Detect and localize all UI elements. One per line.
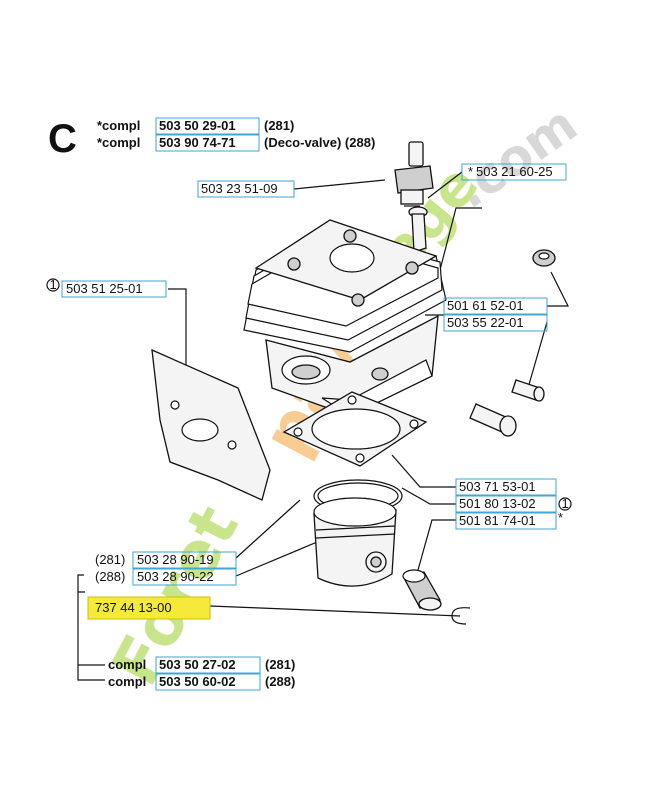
header-line-1: *compl 503 50 29-01 (281) [97,117,294,135]
highlighted-part: 737 44 13-00 [87,596,211,620]
part-box [155,117,260,135]
needle-bearing [402,569,442,611]
cylinder [243,219,447,417]
footer-prefix: compl [108,657,146,672]
cylinder-bolt [408,206,428,253]
bearing-marker: * [558,510,563,525]
footer-line-2: compl 503 50 60-02 (288) [108,673,295,691]
spark-plug [394,141,434,207]
piston-variant: (288) [95,569,125,584]
header-line-2: *compl 503 90 74-71 (Deco-valve) (288) [97,134,375,152]
callout-intake-gasket: 1 503 51 25-01 [46,277,167,298]
header-part-number[interactable]: 503 50 29-01 [159,118,236,133]
callout-spark-plug: 503 23 51-09 [197,180,295,198]
section-letter: C [48,117,77,161]
bolt-marker: * [468,164,473,179]
piston-line-288: (288) 503 28 90-22 [95,568,237,586]
header-prefix: *compl [97,135,140,150]
header-suffix: (281) [264,118,294,133]
intake-gasket [151,348,271,501]
callout-stud: 503 71 53-01 [455,478,557,496]
base-gasket [282,391,428,467]
part-number[interactable]: 503 23 51-09 [201,181,278,196]
part-box [155,134,260,152]
svg-text:.com: .com [444,95,588,220]
header-part-number[interactable]: 503 90 74-71 [159,135,236,150]
circled-marker: 1 [50,277,57,292]
footer-part-number[interactable]: 503 50 60-02 [159,674,236,689]
footer-part-number[interactable]: 503 50 27-02 [159,657,236,672]
piston [313,497,397,587]
part-number[interactable]: 501 80 13-02 [459,496,536,511]
part-number[interactable]: 503 51 25-01 [66,281,143,296]
header-suffix: (Deco-valve) (288) [264,135,375,150]
footer-prefix: compl [108,674,146,689]
footer-suffix: (281) [265,657,295,672]
callout-bolt: * 503 21 60-25 [461,163,567,181]
callout-decomp-a: 501 61 52-01 [443,297,548,315]
leader-lines [77,171,569,681]
callout-cylinder-gasket: 501 80 13-02 1 [455,495,572,513]
decompression-valve [469,249,556,437]
footer-line-1: compl 503 50 27-02 (281) [108,656,295,674]
piston-bracket [77,574,84,592]
part-number[interactable]: 501 61 52-01 [447,298,524,313]
circled-marker: 1 [562,496,569,511]
part-number[interactable]: 501 81 74-01 [459,513,536,528]
part-number[interactable]: 503 71 53-01 [459,479,536,494]
footer-suffix: (288) [265,674,295,689]
part-number[interactable]: 503 28 90-19 [137,552,214,567]
piston-variant: (281) [95,552,125,567]
header-prefix: *compl [97,118,140,133]
part-number[interactable]: 503 21 60-25 [476,164,553,179]
part-number[interactable]: 503 55 22-01 [447,315,524,330]
highlighted-part-number[interactable]: 737 44 13-00 [95,600,172,615]
callout-bearing: 501 81 74-01 * [455,510,563,530]
part-number[interactable]: 503 28 90-22 [137,569,214,584]
callout-decomp-b: 503 55 22-01 [443,314,548,332]
circlip [451,607,471,625]
piston-line-281: (281) 503 28 90-19 [95,551,237,569]
